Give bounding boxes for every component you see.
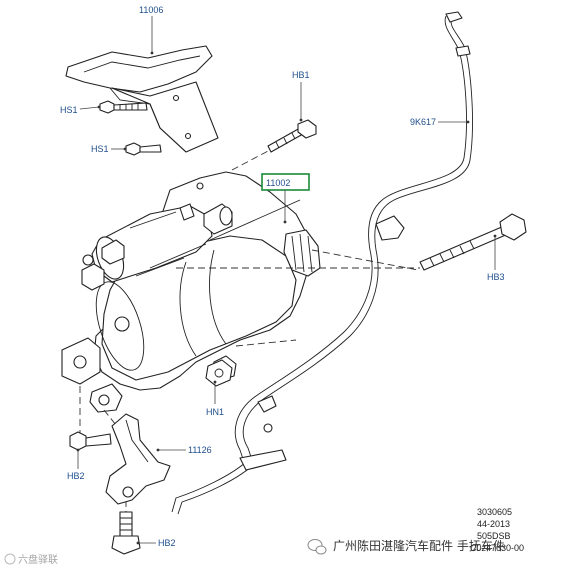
label-hb2-bottom: HB2 bbox=[136, 538, 176, 548]
label-hs1-upper-text: HS1 bbox=[60, 105, 78, 115]
label-9k617-text: 9K617 bbox=[410, 117, 436, 127]
bolt-hs1-upper bbox=[99, 100, 148, 114]
reference-block: 3030605 44-2013 505DSB C0z47630-00 bbox=[470, 507, 524, 553]
label-11126-text: 11126 bbox=[188, 445, 212, 455]
label-hs1-lower-text: HS1 bbox=[91, 144, 109, 154]
reference-date: 44-2013 bbox=[477, 519, 510, 529]
bolt-hb2-bottom bbox=[111, 511, 141, 555]
label-11002-text: 11002 bbox=[266, 178, 290, 188]
bolt-hb3 bbox=[419, 213, 527, 271]
heat-shield bbox=[65, 45, 219, 153]
label-11006: 11006 bbox=[139, 5, 163, 55]
label-hs1-lower: HS1 bbox=[91, 144, 127, 154]
watermark-right-text: 广州陈田湛隆汽车配件 手抚车件 bbox=[333, 538, 505, 553]
label-hb3-text: HB3 bbox=[487, 272, 505, 282]
highlight-box-11002 bbox=[261, 173, 310, 191]
starter-motor bbox=[61, 171, 321, 413]
hose-9k617 bbox=[171, 11, 473, 515]
label-11006-text: 11006 bbox=[139, 5, 163, 15]
label-hb2-left-text: HB2 bbox=[67, 471, 85, 481]
bracket-11126 bbox=[105, 413, 171, 505]
label-hn1-text: HN1 bbox=[206, 407, 224, 417]
reference-code: 3030605 bbox=[477, 507, 512, 517]
reference-line3: 505DSB bbox=[477, 531, 511, 541]
watermark-right: 广州陈田湛隆汽车配件 手抚车件 bbox=[307, 538, 505, 555]
nut-hn1 bbox=[205, 359, 233, 387]
label-hb1: HB1 bbox=[292, 70, 310, 122]
label-9k617: 9K617 bbox=[410, 117, 470, 127]
label-hb1-text: HB1 bbox=[292, 70, 310, 80]
bolt-hb2-left bbox=[69, 431, 112, 451]
label-hb3: HB3 bbox=[487, 234, 505, 282]
bolt-hs1-lower bbox=[125, 142, 162, 156]
label-11002: 11002 bbox=[261, 173, 310, 224]
label-hn1: HN1 bbox=[206, 380, 224, 417]
label-11126: 11126 bbox=[156, 445, 212, 455]
label-hb2-bottom-text: HB2 bbox=[158, 538, 176, 548]
watermark-left-icon bbox=[4, 553, 16, 565]
reference-line4: C0z47630-00 bbox=[470, 543, 524, 553]
watermark-left: 六盘驿联 bbox=[4, 553, 58, 566]
watermark-left-text: 六盘驿联 bbox=[18, 553, 58, 566]
wechat-icon bbox=[307, 539, 327, 555]
label-hb2-left: HB2 bbox=[67, 448, 85, 481]
label-hs1-upper: HS1 bbox=[60, 105, 101, 115]
bolt-hb1 bbox=[267, 119, 317, 153]
